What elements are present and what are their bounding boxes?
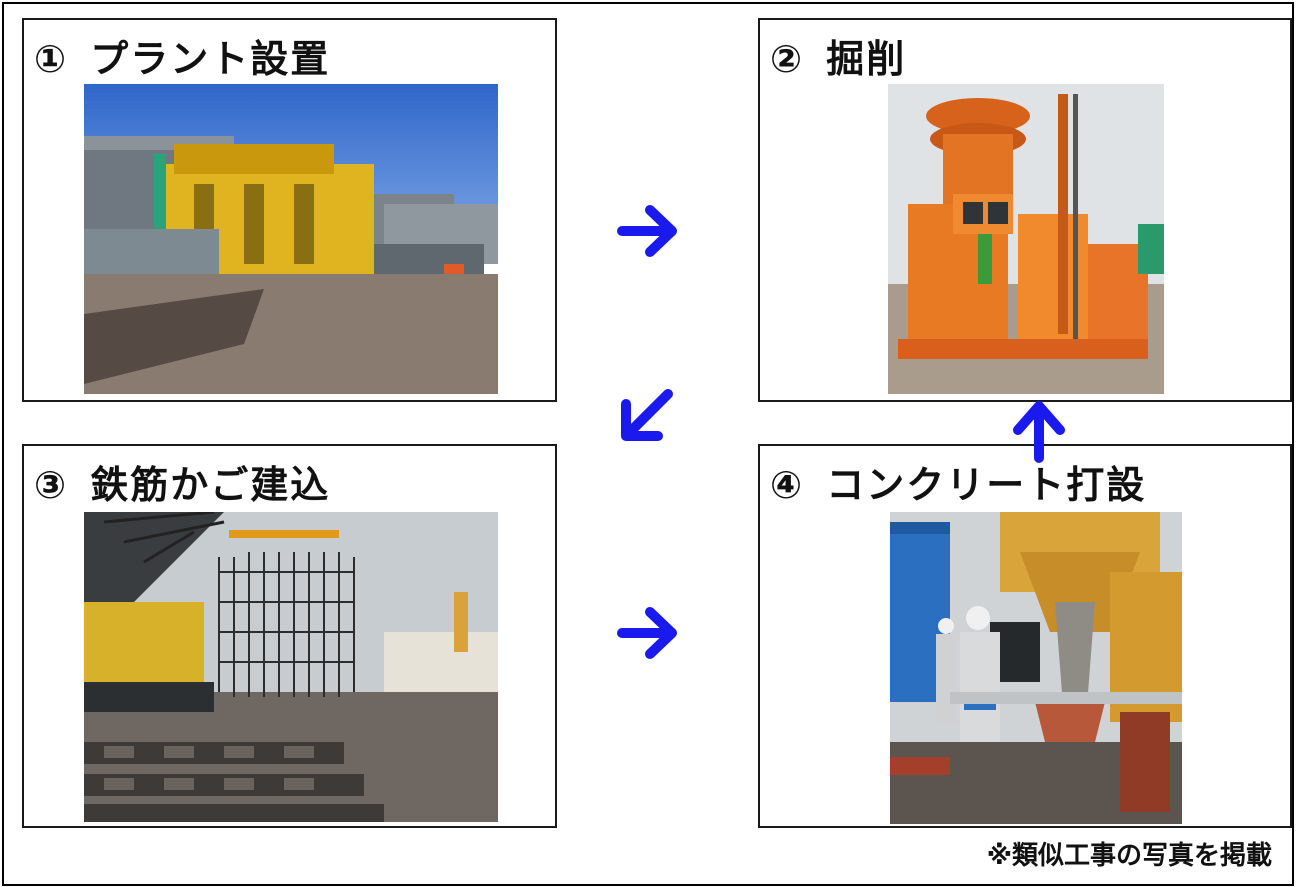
- step-number: ④: [770, 463, 805, 507]
- step-label: 鉄筋かご建込: [90, 463, 331, 507]
- excavation-photo: [888, 84, 1164, 394]
- step-plant-setup: ① プラント設置: [22, 18, 557, 402]
- arrow-right-icon: [616, 598, 686, 668]
- step-title: ② 掘削: [770, 28, 906, 83]
- arrow-right-icon: [616, 196, 686, 266]
- concrete-pouring-photo: [890, 512, 1182, 824]
- step-label: プラント設置: [90, 37, 331, 81]
- step-label: 掘削: [826, 37, 907, 81]
- step-number: ①: [34, 37, 69, 81]
- step-rebar-cage-install: ③ 鉄筋かご建込: [22, 444, 557, 828]
- plant-photo: [84, 84, 498, 394]
- arrow-down-left-icon: [612, 382, 682, 452]
- arrow-up-icon: [1004, 394, 1074, 464]
- step-title: ③ 鉄筋かご建込: [34, 454, 330, 509]
- rebar-cage-photo: [84, 512, 498, 822]
- step-label: コンクリート打設: [826, 463, 1147, 507]
- step-title: ④ コンクリート打設: [770, 454, 1146, 509]
- similar-work-note: ※類似工事の写真を掲載: [986, 841, 1272, 871]
- step-number: ③: [34, 463, 69, 507]
- step-excavation: ② 掘削: [758, 18, 1292, 402]
- step-concrete-pouring: ④ コンクリート打設: [758, 444, 1292, 828]
- step-number: ②: [770, 37, 805, 81]
- step-title: ① プラント設置: [34, 28, 330, 83]
